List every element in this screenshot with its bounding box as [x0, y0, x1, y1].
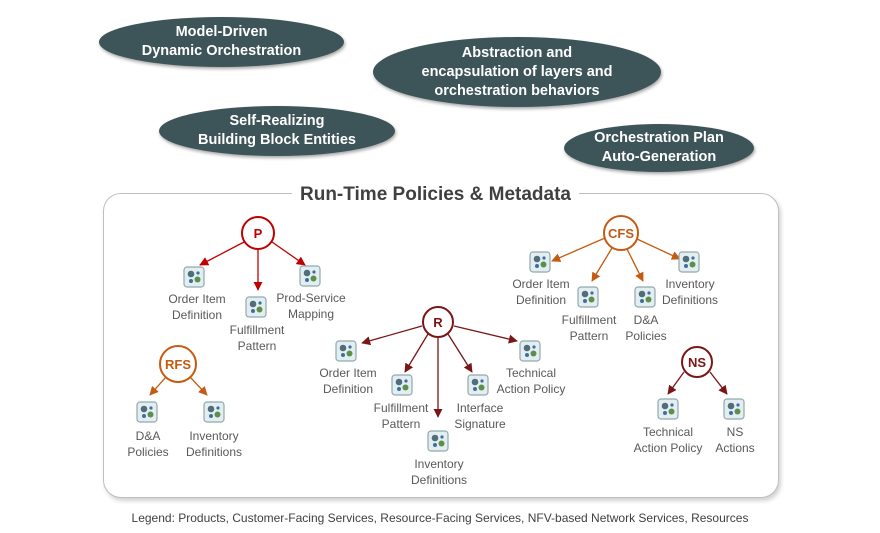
svg-text:Pattern: Pattern: [570, 329, 609, 343]
svg-text:Definition: Definition: [516, 293, 566, 307]
gears-icon: [577, 286, 599, 308]
svg-text:Action Policy: Action Policy: [497, 382, 566, 396]
svg-text:Action Policy: Action Policy: [634, 441, 703, 455]
node-technical-action-policy: Technical Action Policy: [634, 398, 703, 455]
gears-icon: [467, 374, 489, 396]
node-technical-action-policy: Technical Action Policy: [497, 340, 566, 396]
gears-icon: [519, 340, 541, 362]
svg-text:Fulfillment: Fulfillment: [230, 323, 285, 337]
svg-text:Definition: Definition: [323, 382, 373, 396]
svg-text:Inventory: Inventory: [665, 277, 714, 291]
pill-self-realizing: Self-Realizing Building Block Entities: [159, 106, 395, 156]
gears-icon: [391, 374, 413, 396]
node-order-item-definition: Order Item Definition: [168, 266, 226, 322]
pill-text: Dynamic Orchestration: [141, 43, 302, 59]
node-da-policies: D&A Policies: [625, 286, 667, 343]
pill-text: Auto-Generation: [601, 149, 717, 165]
svg-text:D&A: D&A: [136, 429, 161, 443]
svg-text:Fulfillment: Fulfillment: [562, 313, 617, 327]
root-label-cfs: CFS: [608, 226, 634, 241]
svg-text:NS: NS: [727, 425, 744, 439]
svg-text:Prod-Service: Prod-Service: [276, 291, 346, 305]
gears-icon: [678, 251, 700, 273]
tree-cfs: CFS Order Item Definition Fulfillment Pa…: [512, 215, 718, 343]
gears-icon: [723, 398, 745, 420]
svg-text:Interface: Interface: [457, 401, 504, 415]
svg-text:Policies: Policies: [625, 329, 666, 343]
node-inventory-definitions: Inventory Definitions: [411, 430, 467, 487]
gears-icon: [245, 296, 267, 318]
node-fulfillment-pattern: Fulfillment Pattern: [230, 296, 285, 353]
svg-text:Fulfillment: Fulfillment: [374, 401, 429, 415]
pill-model-driven: Model-Driven Dynamic Orchestration: [99, 17, 344, 67]
root-label-rfs: RFS: [165, 357, 191, 372]
pill-text: Model-Driven: [175, 24, 268, 40]
svg-text:Pattern: Pattern: [238, 339, 277, 353]
node-inventory-definitions: Inventory Definitions: [662, 251, 718, 307]
svg-text:Signature: Signature: [454, 417, 506, 431]
pill-text: Self-Realizing: [229, 113, 325, 129]
pill-text: Abstraction and: [461, 44, 573, 61]
pill-text: encapsulation of layers and: [421, 63, 613, 80]
svg-text:Policies: Policies: [127, 445, 168, 459]
root-label-p: P: [254, 226, 263, 241]
gears-icon: [427, 430, 449, 452]
pill-text: Orchestration Plan: [594, 130, 724, 146]
gears-icon: [335, 340, 357, 362]
gears-icon: [299, 265, 321, 287]
svg-text:Mapping: Mapping: [288, 307, 334, 321]
node-fulfillment-pattern: Fulfillment Pattern: [562, 286, 617, 343]
gears-icon: [136, 401, 158, 423]
root-label-r: R: [433, 315, 443, 330]
svg-text:Definitions: Definitions: [662, 293, 718, 307]
tree-p: P Order Item Definition Fulfillment Patt…: [168, 216, 346, 353]
node-ns-actions: NS Actions: [715, 398, 755, 455]
legend: Legend: Products, Customer-Facing Servic…: [131, 511, 749, 525]
pill-text: orchestration behaviors: [434, 82, 600, 99]
svg-text:D&A: D&A: [634, 313, 659, 327]
pill-orchestration-plan: Orchestration Plan Auto-Generation: [564, 124, 754, 172]
node-order-item-definition: Order Item Definition: [512, 251, 570, 307]
node-prod-service-mapping: Prod-Service Mapping: [276, 265, 346, 321]
gears-icon: [183, 266, 205, 288]
svg-text:Actions: Actions: [715, 441, 754, 455]
svg-text:Inventory: Inventory: [414, 457, 463, 471]
node-order-item-definition: Order Item Definition: [319, 340, 377, 396]
root-label-ns: NS: [688, 355, 706, 370]
node-inventory-definitions: Inventory Definitions: [186, 401, 242, 459]
svg-text:Definition: Definition: [172, 308, 222, 322]
svg-text:Order Item: Order Item: [168, 292, 225, 306]
node-interface-signature: Interface Signature: [454, 374, 506, 431]
gears-icon: [634, 286, 656, 308]
svg-text:Technical: Technical: [506, 366, 556, 380]
tree-ns: NS Technical Action Policy NS Actions: [634, 346, 755, 455]
svg-text:Order Item: Order Item: [512, 277, 569, 291]
node-da-policies: D&A Policies: [127, 401, 169, 459]
svg-text:Technical: Technical: [643, 425, 693, 439]
gears-icon: [529, 251, 551, 273]
tree-rfs: RFS D&A Policies Inventory Definitions: [127, 345, 242, 459]
svg-text:Definitions: Definitions: [411, 473, 467, 487]
svg-text:Inventory: Inventory: [189, 429, 238, 443]
svg-text:Pattern: Pattern: [382, 417, 421, 431]
tree-r: R Order Item Definition Fulfillment Patt…: [319, 306, 566, 487]
pill-abstraction: Abstraction and encapsulation of layers …: [373, 37, 661, 107]
frame-title: Run-Time Policies & Metadata: [292, 184, 579, 206]
gears-icon: [657, 398, 679, 420]
node-fulfillment-pattern: Fulfillment Pattern: [374, 374, 429, 431]
svg-text:Order Item: Order Item: [319, 366, 376, 380]
svg-text:Definitions: Definitions: [186, 445, 242, 459]
gears-icon: [203, 401, 225, 423]
pill-text: Building Block Entities: [198, 132, 356, 148]
